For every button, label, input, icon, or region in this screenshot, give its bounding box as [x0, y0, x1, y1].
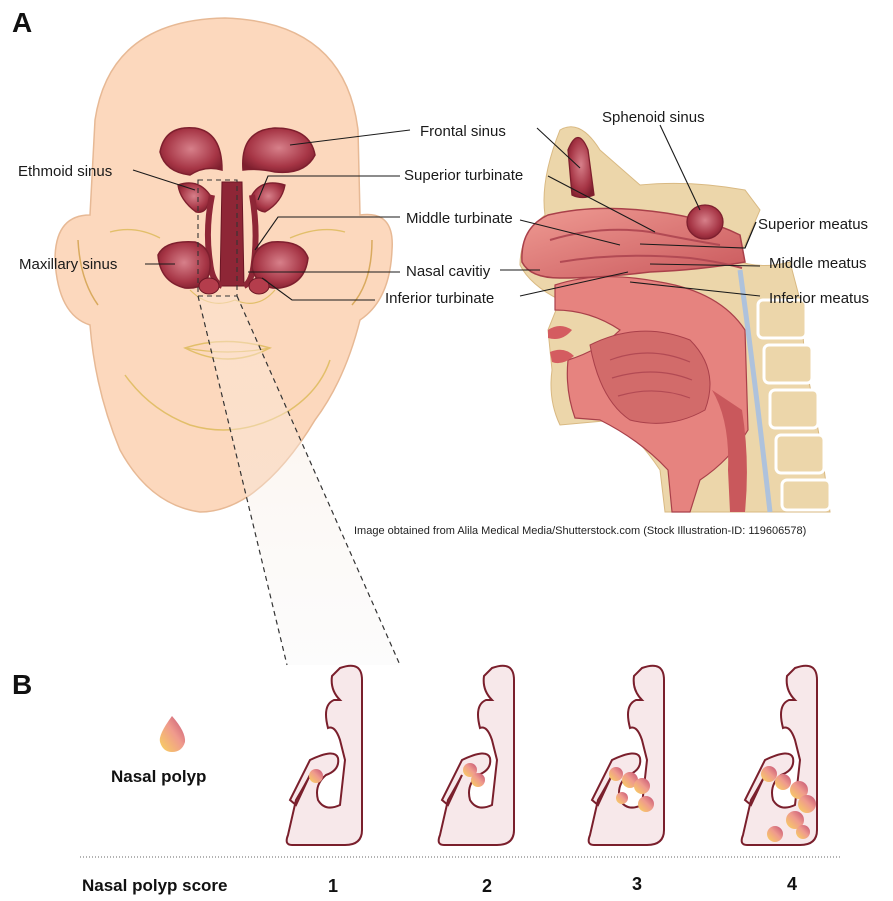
label-maxillary-sinus: Maxillary sinus	[19, 256, 117, 273]
label-ethmoid-sinus: Ethmoid sinus	[18, 163, 112, 180]
cavity-outline	[287, 666, 362, 845]
polyp	[767, 826, 783, 842]
score-label-4: 4	[787, 874, 797, 894]
score-label-3: 3	[632, 874, 642, 894]
cavity-score-3	[589, 666, 664, 845]
score-label-1: 1	[328, 876, 338, 896]
polyp	[775, 774, 791, 790]
label-middle-meatus: Middle meatus	[769, 255, 867, 272]
label-superior-meatus: Superior meatus	[758, 216, 868, 233]
cavity-outline	[742, 666, 817, 845]
panel-b-letter: B	[12, 669, 32, 700]
polyp	[609, 767, 623, 781]
label-superior-turbinate: Superior turbinate	[404, 167, 523, 184]
polyp	[638, 796, 654, 812]
polyp	[471, 773, 485, 787]
cavity-score-4	[742, 666, 817, 845]
polyp	[616, 792, 628, 804]
polyp-score-cavities	[287, 666, 817, 845]
polyp-legend-icon	[160, 716, 185, 752]
polyp	[634, 778, 650, 794]
sagittal-section	[520, 127, 830, 512]
cavity-score-2	[439, 666, 514, 845]
polyp	[761, 766, 777, 782]
label-nasal-cavity: Nasal cavitiy	[406, 263, 491, 280]
polyp-legend-label: Nasal polyp	[111, 767, 206, 786]
cavity-outline	[439, 666, 514, 845]
label-middle-turbinate: Middle turbinate	[406, 210, 513, 227]
label-inferior-turbinate: Inferior turbinate	[385, 290, 494, 307]
score-label-2: 2	[482, 876, 492, 896]
cavity-outline	[589, 666, 664, 845]
label-frontal-sinus: Frontal sinus	[420, 123, 506, 140]
polyp	[309, 769, 323, 783]
panel-a-letter: A	[12, 7, 32, 38]
cavity-score-1	[287, 666, 362, 845]
polyp	[798, 795, 816, 813]
image-credit: Image obtained from Alila Medical Media/…	[354, 525, 806, 537]
label-sphenoid-sinus: Sphenoid sinus	[602, 109, 705, 126]
polyp	[796, 825, 810, 839]
label-inferior-meatus: Inferior meatus	[769, 290, 869, 307]
score-axis-label: Nasal polyp score	[82, 876, 228, 895]
